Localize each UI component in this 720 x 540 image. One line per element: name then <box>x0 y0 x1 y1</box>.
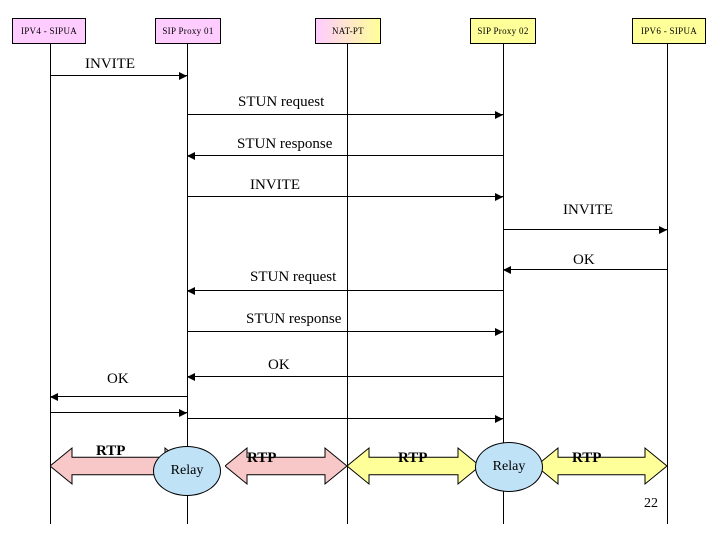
actor-box-sip-proxy-02[interactable]: SIP Proxy 02 <box>470 18 536 44</box>
message-label-m9: OK <box>268 357 290 373</box>
arrowhead-left-icon <box>187 151 195 160</box>
actor-box-sip-proxy-01[interactable]: SIP Proxy 01 <box>155 18 221 44</box>
lifeline-nat-pt <box>347 44 348 524</box>
actor-box-ipv4-sipua[interactable]: IPV4 - SIPUA <box>12 18 86 44</box>
actor-label: SIP Proxy 01 <box>162 26 214 36</box>
message-label-m8: STUN response <box>246 311 342 327</box>
message-label-m2: STUN request <box>238 94 325 110</box>
page-number: 22 <box>644 496 658 511</box>
message-line-m8 <box>187 331 503 332</box>
lifeline-sip-proxy-01 <box>187 44 188 524</box>
actor-label: SIP Proxy 02 <box>477 26 529 36</box>
message-label-m7: STUN request <box>250 269 337 285</box>
message-line-m3 <box>187 155 503 156</box>
message-label-m6: OK <box>573 252 595 268</box>
actor-label: NAT-PT <box>332 26 364 36</box>
arrowhead-left-icon <box>503 265 511 274</box>
message-label-m10: OK <box>107 371 129 387</box>
rtp-arrow-rtp-3 <box>347 446 480 486</box>
message-line-m5 <box>503 229 667 230</box>
rtp-label-rtp-1: RTP <box>96 443 126 459</box>
rtp-label-rtp-4: RTP <box>572 450 602 466</box>
relay-node-relay-2[interactable]: Relay <box>475 442 543 492</box>
rtp-arrow-rtp-2 <box>225 446 347 486</box>
message-label-m4: INVITE <box>250 177 300 193</box>
relay-label: Relay <box>170 463 204 478</box>
message-line-m1 <box>50 75 187 76</box>
actor-label: IPV6 - SIPUA <box>640 26 698 36</box>
message-line-m11 <box>50 412 187 413</box>
message-line-m9 <box>187 376 503 377</box>
message-line-m12 <box>187 418 503 419</box>
rtp-label-rtp-3: RTP <box>398 450 428 466</box>
rtp-arrow-rtp-4 <box>536 446 667 486</box>
message-line-m10 <box>50 396 187 397</box>
message-label-m1: INVITE <box>85 56 135 72</box>
arrowhead-right-icon <box>659 225 667 234</box>
arrowhead-right-icon <box>495 110 503 119</box>
actor-box-nat-pt[interactable]: NAT-PT <box>315 18 381 44</box>
message-line-m7 <box>187 290 503 291</box>
arrowhead-left-icon <box>187 286 195 295</box>
arrowhead-right-icon <box>495 414 503 423</box>
rtp-arrow-rtp-1 <box>50 446 187 486</box>
relay-label: Relay <box>492 459 526 474</box>
arrowhead-right-icon <box>179 408 187 417</box>
arrowhead-right-icon <box>179 71 187 80</box>
actor-box-ipv6-sipua[interactable]: IPV6 - SIPUA <box>632 18 706 44</box>
message-line-m2 <box>187 114 503 115</box>
arrowhead-right-icon <box>495 327 503 336</box>
message-line-m6 <box>503 269 667 270</box>
lifeline-ipv4-sipua <box>50 44 51 524</box>
message-line-m4 <box>187 196 503 197</box>
message-label-m5: INVITE <box>563 202 613 218</box>
relay-node-relay-1[interactable]: Relay <box>153 446 221 496</box>
actor-label: IPV4 - SIPUA <box>20 26 78 36</box>
rtp-label-rtp-2: RTP <box>247 450 277 466</box>
arrowhead-right-icon <box>495 192 503 201</box>
lifeline-ipv6-sipua <box>667 44 668 524</box>
arrowhead-left-icon <box>50 392 58 401</box>
message-label-m3: STUN response <box>237 136 333 152</box>
lifeline-sip-proxy-02 <box>503 44 504 524</box>
arrowhead-left-icon <box>187 372 195 381</box>
